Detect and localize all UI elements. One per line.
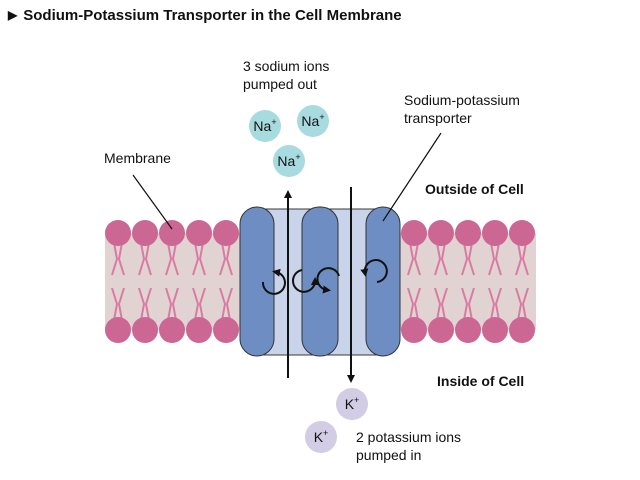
lipid-tail (440, 242, 448, 276)
lipid-tail (144, 287, 152, 321)
lipid-tail (192, 242, 200, 276)
lipid-tail (521, 242, 529, 276)
lipid-head (401, 317, 427, 343)
transporter-subunit-3 (365, 206, 401, 357)
lipid-tail (440, 287, 448, 321)
potassium-label-line2: pumped in (356, 447, 421, 463)
sodium-ion-2: Na+ (297, 105, 329, 137)
lipid-head (455, 317, 481, 343)
lipid-tail (461, 242, 469, 276)
lipid-head (509, 220, 535, 246)
title-text: Sodium-Potassium Transporter in the Cell… (23, 7, 402, 24)
lipid-head (213, 317, 239, 343)
rotation-arrow-1 (261, 268, 286, 295)
rotation-arrow-4 (360, 259, 388, 283)
transporter-leader-line (382, 132, 442, 222)
sodium-potassium-transporter (239, 206, 401, 357)
svg-text:Na+: Na+ (301, 112, 324, 129)
membrane-core-right (400, 233, 536, 330)
lipid-head (132, 220, 158, 246)
lipid-tail (111, 242, 119, 276)
lipid-tail (515, 287, 523, 321)
outside-of-cell-label: Outside of Cell (425, 181, 524, 197)
sodium-ion-1: Na+ (249, 110, 281, 142)
membrane-core-left (105, 233, 240, 330)
sodium-label-line1: 3 sodium ions (243, 58, 329, 74)
lipid-tail (117, 287, 125, 321)
lipid-tail (488, 287, 496, 321)
transporter-subunit-1 (239, 206, 275, 357)
lipid-tail (488, 242, 496, 276)
lipid-tail (138, 242, 146, 276)
svg-text:K+: K+ (314, 428, 329, 445)
lipid-head (159, 220, 185, 246)
lipid-tail (407, 287, 415, 321)
rotation-arrow-3 (316, 267, 340, 294)
lipid-tail (413, 287, 421, 321)
lipid-head (428, 220, 454, 246)
lipid-tail (494, 287, 502, 321)
lipid-head (186, 220, 212, 246)
lipid-tail (171, 287, 179, 321)
lipid-tail (171, 242, 179, 276)
lipid-head (105, 317, 131, 343)
lipid-head (213, 220, 239, 246)
svg-text:Na+: Na+ (253, 117, 276, 134)
inside-of-cell-label: Inside of Cell (437, 373, 524, 389)
lipid-head (455, 220, 481, 246)
lipid-tail (407, 242, 415, 276)
lipid-tail (144, 242, 152, 276)
lipid-head (428, 317, 454, 343)
lipid-tail (117, 242, 125, 276)
lipid-tail (219, 287, 227, 321)
lipid-tail (165, 242, 173, 276)
lipid-tail (434, 242, 442, 276)
lipid-tail (494, 242, 502, 276)
svg-text:K+: K+ (345, 395, 360, 412)
lipid-tail (461, 287, 469, 321)
lipid-tail (467, 242, 475, 276)
lipid-tail (198, 287, 206, 321)
potassium-ion-2: K+ (305, 421, 337, 453)
lipid-tail (467, 287, 475, 321)
lipid-tail (192, 287, 200, 321)
potassium-label-line1: 2 potassium ions (356, 429, 461, 445)
lipid-tail (138, 287, 146, 321)
sodium-ion-3: Na+ (273, 145, 305, 177)
membrane-label: Membrane (104, 150, 171, 166)
membrane-leader-line (132, 174, 173, 230)
transporter-label-line2: transporter (404, 110, 472, 126)
lipid-tail (225, 242, 233, 276)
lipid-tail (521, 287, 529, 321)
sodium-label-line2: pumped out (243, 76, 317, 92)
lipid-tail (515, 242, 523, 276)
svg-text:Na+: Na+ (277, 152, 300, 169)
lipid-tail (198, 242, 206, 276)
lipid-head (509, 317, 535, 343)
lipid-head (186, 317, 212, 343)
transporter-subunit-2 (301, 206, 339, 357)
lipid-tail (225, 287, 233, 321)
lipid-tail (434, 287, 442, 321)
lipid-head (132, 317, 158, 343)
potassium-ion-1: K+ (336, 388, 368, 420)
lipid-head (159, 317, 185, 343)
lipid-head (105, 220, 131, 246)
lipid-head (482, 220, 508, 246)
lipid-head (482, 317, 508, 343)
bullet-triangle-icon: ▶ (8, 8, 18, 22)
transporter-label-line1: Sodium-potassium (404, 92, 520, 108)
lipid-head (401, 220, 427, 246)
lipid-tail (413, 242, 421, 276)
rotation-arrows (261, 259, 388, 295)
lipid-tail (111, 287, 119, 321)
lipid-tail (219, 242, 227, 276)
rotation-arrow-2 (292, 269, 319, 293)
diagram-title: ▶ Sodium-Potassium Transporter in the Cel… (8, 7, 402, 24)
lipid-tail (165, 287, 173, 321)
lipid-bilayer (105, 220, 535, 343)
